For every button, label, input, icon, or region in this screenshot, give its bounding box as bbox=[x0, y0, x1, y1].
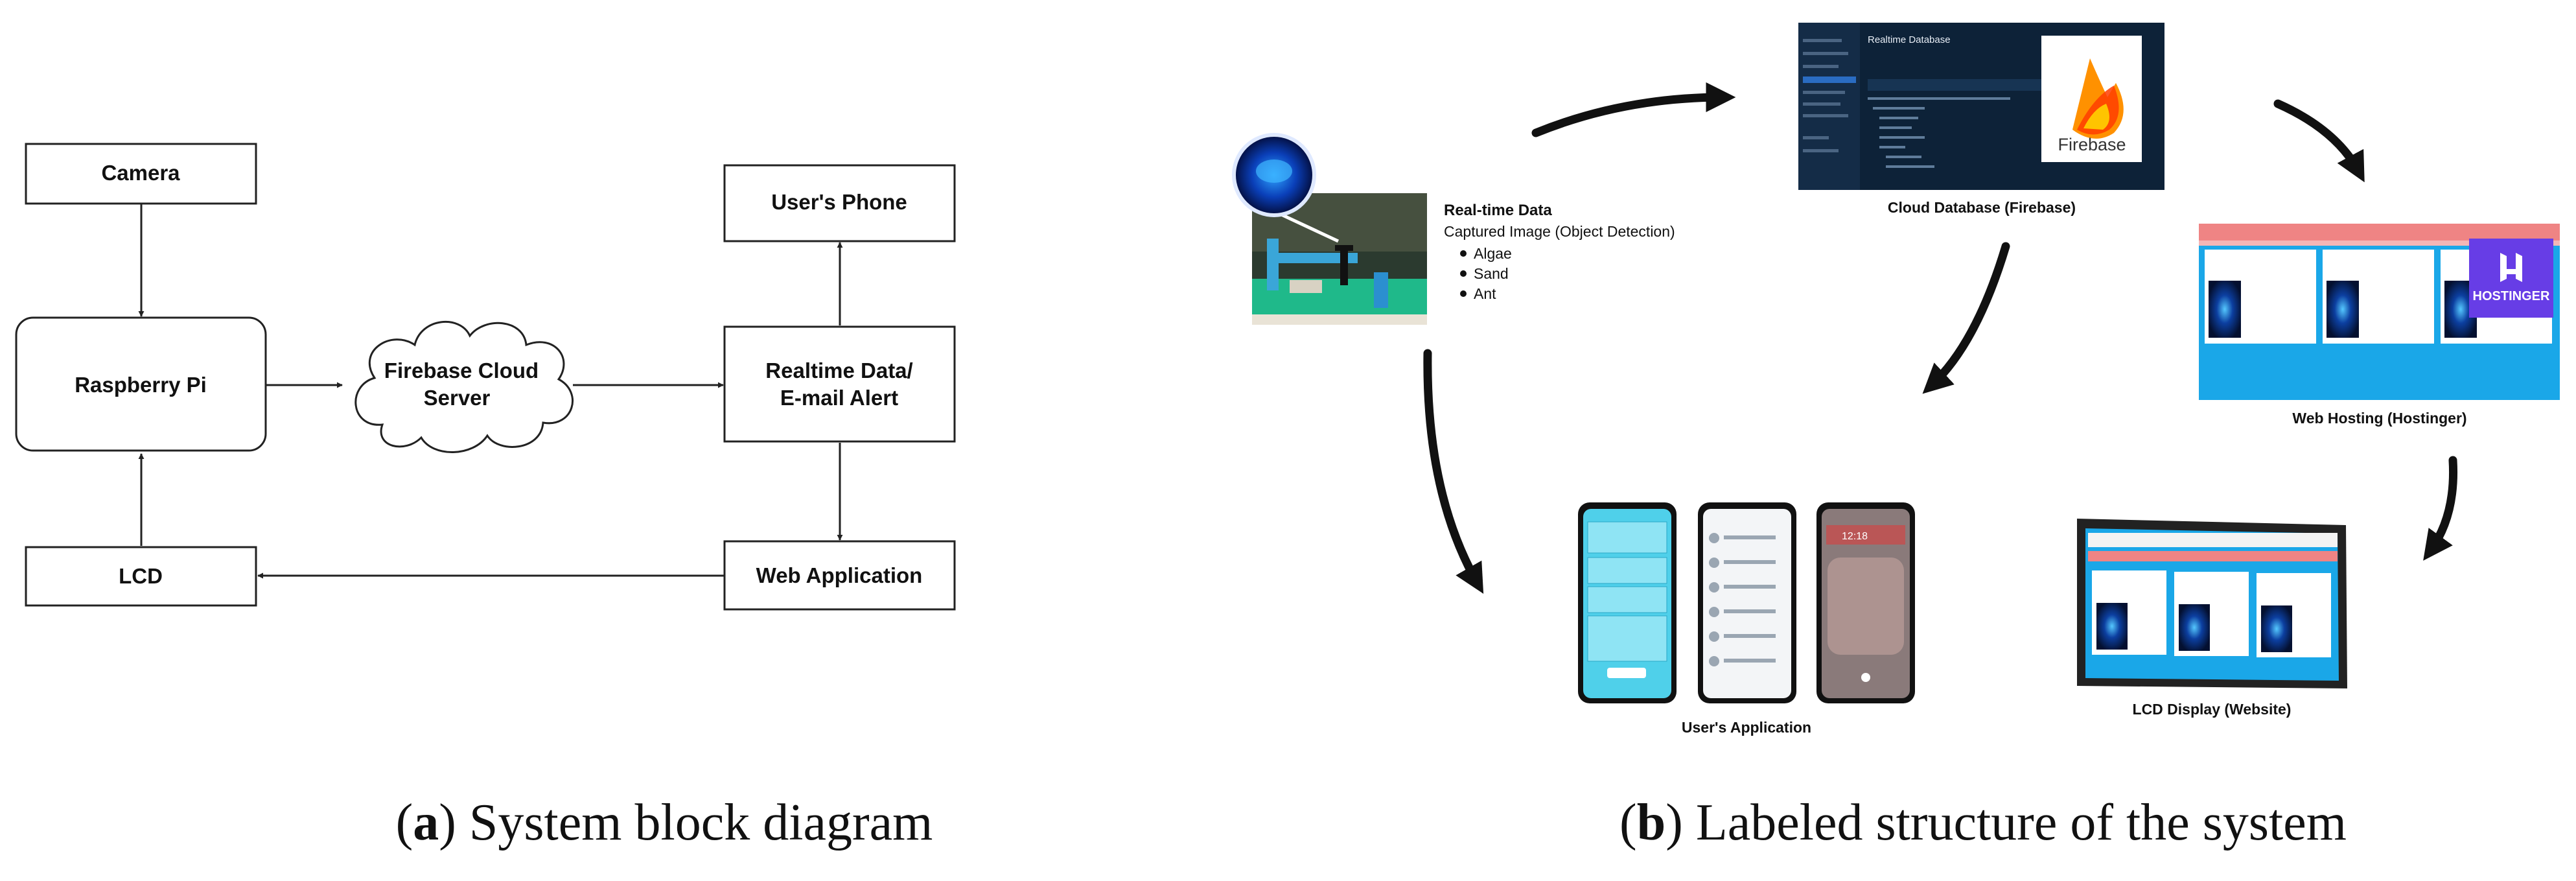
node-lcd: LCD bbox=[25, 546, 257, 607]
hosting-card-2 bbox=[2323, 250, 2434, 344]
caption-b: (b) Labeled structure of the system bbox=[1619, 794, 2347, 851]
arrow-firebase-to-hostinger bbox=[2273, 99, 2365, 183]
caption-a: (a) System block diagram bbox=[396, 794, 933, 851]
arrow-capture-to-userapp bbox=[1423, 349, 1484, 594]
lcd-card-1 bbox=[2092, 570, 2166, 655]
node-realtime-label-line2: E-mail Alert bbox=[780, 386, 898, 410]
caption-a-letter: a bbox=[413, 794, 439, 851]
hostinger-h-icon bbox=[2500, 253, 2522, 282]
caption-b-text: Labeled structure of the system bbox=[1696, 794, 2347, 851]
node-realtime-label-line1: Realtime Data/ bbox=[765, 358, 912, 382]
arrow-hostinger-to-lcd bbox=[2423, 456, 2458, 561]
firebase-ui-title: Realtime Database bbox=[1868, 34, 1951, 45]
lens-magnifier bbox=[1232, 133, 1316, 217]
firebase-logo: Firebase bbox=[2041, 36, 2142, 162]
node-firebase-cloud: Firebase Cloud Server bbox=[354, 320, 574, 453]
realtime-subtitle: Captured Image (Object Detection) bbox=[1444, 223, 1675, 240]
realtime-items: Algae Sand Ant bbox=[1460, 245, 1512, 302]
node-firebase-label-line2: Server bbox=[424, 386, 491, 410]
arrow-capture-to-firebase bbox=[1531, 82, 1736, 137]
firebase-logo-text: Firebase bbox=[2058, 135, 2126, 154]
realtime-title: Real-time Data bbox=[1444, 202, 1552, 219]
realtime-item-ant: Ant bbox=[1474, 285, 1496, 302]
cloud-shape bbox=[354, 320, 574, 453]
node-raspberry-pi: Raspberry Pi bbox=[15, 316, 267, 452]
user-application-phones: 12:18 bbox=[1578, 502, 1915, 703]
node-users-phone: User's Phone bbox=[723, 164, 956, 242]
hosting-card-1 bbox=[2205, 250, 2316, 344]
node-realtime-data: Realtime Data/ E-mail Alert bbox=[723, 325, 956, 443]
phone-time: 12:18 bbox=[1842, 531, 1868, 542]
panel-a-diagram: Camera Raspberry Pi Firebase Cloud Serve… bbox=[15, 143, 956, 611]
web-hosting-screenshot: HOSTINGER bbox=[2199, 224, 2560, 400]
hostinger-logo-text: HOSTINGER bbox=[2473, 289, 2550, 303]
node-camera-label: Camera bbox=[101, 161, 180, 185]
firebase-console: Realtime Database Firebase bbox=[1798, 23, 2164, 190]
node-lcd-label: LCD bbox=[119, 564, 163, 588]
node-web-application: Web Application bbox=[723, 540, 956, 611]
lcd-display-device bbox=[2077, 519, 2347, 688]
node-users-phone-label: User's Phone bbox=[771, 190, 907, 214]
pointer-line bbox=[1279, 212, 1340, 243]
caption-a-text: System block diagram bbox=[469, 794, 933, 851]
user-application-label: User's Application bbox=[1682, 719, 1811, 736]
phone-2 bbox=[1698, 502, 1796, 703]
node-raspberry-pi-label: Raspberry Pi bbox=[75, 373, 207, 397]
arrow-firebase-to-userapp bbox=[1922, 242, 2010, 394]
phone-1 bbox=[1578, 502, 1677, 703]
panel-b-structure: Real-time Data Captured Image (Object De… bbox=[1232, 23, 2560, 736]
caption-b-letter: b bbox=[1637, 794, 1666, 851]
lcd-card-3 bbox=[2257, 573, 2331, 657]
lcd-card-2 bbox=[2174, 572, 2249, 656]
hostinger-logo: HOSTINGER bbox=[2469, 239, 2553, 318]
phone-3: 12:18 bbox=[1816, 502, 1915, 703]
node-web-application-label: Web Application bbox=[756, 563, 923, 587]
realtime-item-sand: Sand bbox=[1474, 265, 1509, 282]
web-hosting-label: Web Hosting (Hostinger) bbox=[2292, 410, 2466, 427]
node-firebase-label-line1: Firebase Cloud bbox=[384, 358, 539, 382]
node-camera: Camera bbox=[25, 143, 257, 205]
lcd-display-label: LCD Display (Website) bbox=[2133, 701, 2292, 718]
cloud-database-label: Cloud Database (Firebase) bbox=[1888, 199, 2076, 216]
realtime-item-algae: Algae bbox=[1474, 245, 1512, 262]
